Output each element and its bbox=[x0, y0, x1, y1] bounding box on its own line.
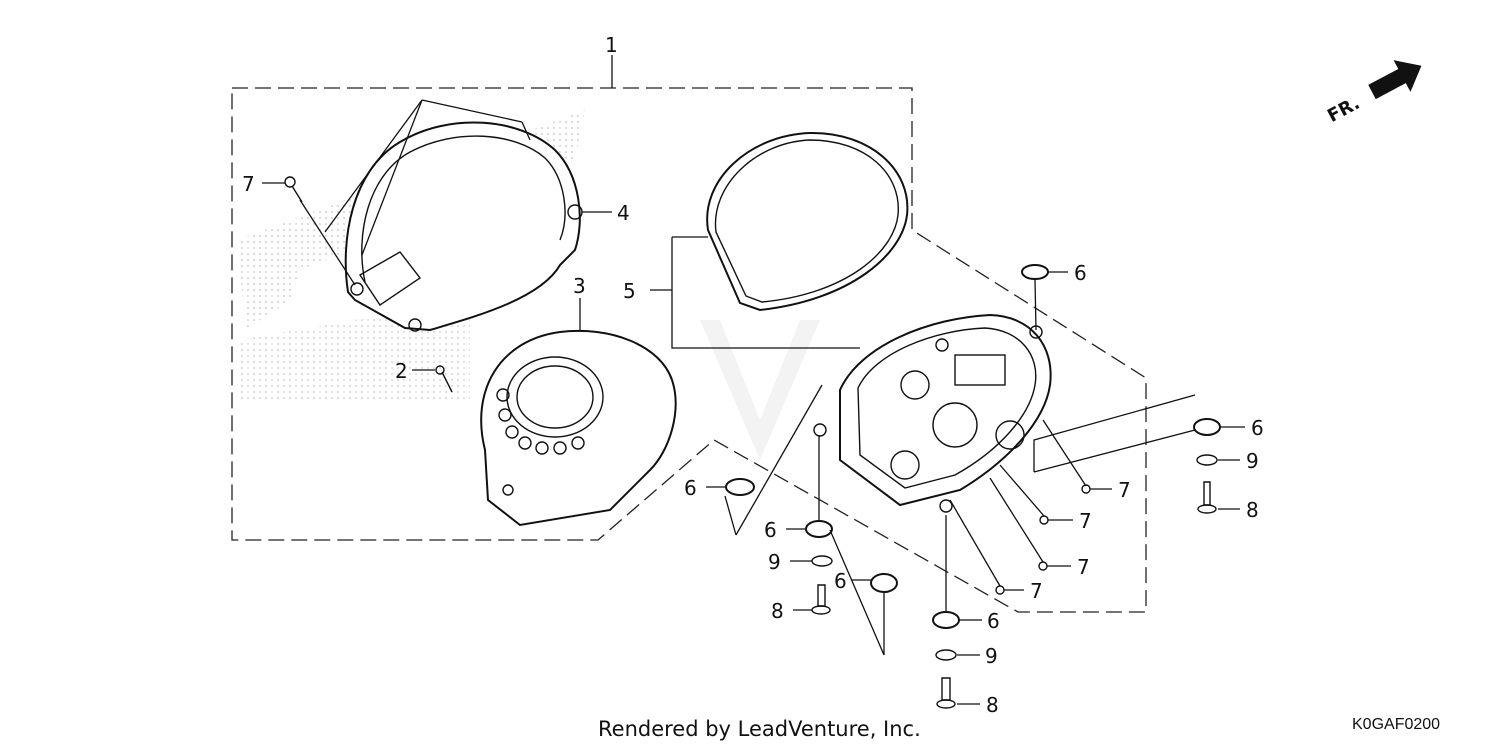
callout-2: 2 bbox=[395, 359, 408, 383]
callout-9-right: 9 bbox=[1246, 449, 1259, 473]
callout-6-center: 6 bbox=[764, 518, 777, 542]
callout-7-b: 7 bbox=[1079, 509, 1092, 533]
front-direction-label: FR. bbox=[1324, 93, 1363, 127]
callout-5: 5 bbox=[623, 279, 636, 303]
footer-credit: Rendered by LeadVenture, Inc. bbox=[598, 717, 921, 741]
callout-6-lower: 6 bbox=[834, 569, 847, 593]
grommet-part-6-bottom bbox=[932, 611, 960, 629]
screw-part-7-b bbox=[1039, 515, 1049, 525]
washer-part-9-right bbox=[1196, 454, 1218, 466]
callout-7-a: 7 bbox=[1118, 478, 1131, 502]
callout-7-upper-left: 7 bbox=[242, 172, 255, 196]
bolt-part-8-center bbox=[811, 584, 831, 615]
callout-8-right: 8 bbox=[1246, 498, 1259, 522]
callout-7-c: 7 bbox=[1077, 555, 1090, 579]
callout-7-d: 7 bbox=[1030, 579, 1043, 603]
assembly-outline bbox=[231, 87, 1147, 613]
screw-part-7-c bbox=[1038, 561, 1048, 571]
callout-4: 4 bbox=[617, 201, 630, 225]
screw-part-7-d bbox=[995, 585, 1005, 595]
callout-6-bottom: 6 bbox=[987, 609, 1000, 633]
grommet-part-6-top bbox=[1021, 264, 1049, 280]
callout-1: 1 bbox=[605, 33, 618, 57]
screw-part-7-a bbox=[1081, 484, 1091, 494]
grommet-part-6-lower bbox=[870, 573, 898, 593]
screw-part-2 bbox=[435, 365, 453, 393]
callout-6-left: 6 bbox=[684, 476, 697, 500]
meter-cover-part-4 bbox=[344, 121, 583, 332]
screw-part-7-upper-left bbox=[284, 176, 303, 203]
grommet-part-6-left bbox=[725, 478, 755, 496]
bolt-part-8-bottom bbox=[936, 677, 956, 709]
grommet-part-6-right bbox=[1193, 418, 1221, 436]
washer-part-9-center bbox=[811, 555, 833, 567]
diagram-code: K0GAF0200 bbox=[1352, 716, 1441, 733]
callout-8-center: 8 bbox=[771, 599, 784, 623]
callout-9-bottom: 9 bbox=[985, 644, 998, 668]
gasket-part-5 bbox=[706, 131, 909, 312]
meter-unit-part-3 bbox=[480, 330, 677, 527]
callout-6-top: 6 bbox=[1074, 261, 1087, 285]
washer-part-9-bottom bbox=[935, 649, 957, 661]
front-direction-arrow: FR. bbox=[1324, 60, 1422, 127]
meter-case-lower bbox=[813, 313, 1052, 513]
callout-8-bottom: 8 bbox=[986, 693, 999, 717]
callout-6-right: 6 bbox=[1251, 416, 1264, 440]
callout-9-center: 9 bbox=[768, 550, 781, 574]
grommet-part-6-center bbox=[805, 520, 833, 538]
bolt-part-8-right bbox=[1197, 481, 1217, 514]
callout-3: 3 bbox=[573, 274, 586, 298]
